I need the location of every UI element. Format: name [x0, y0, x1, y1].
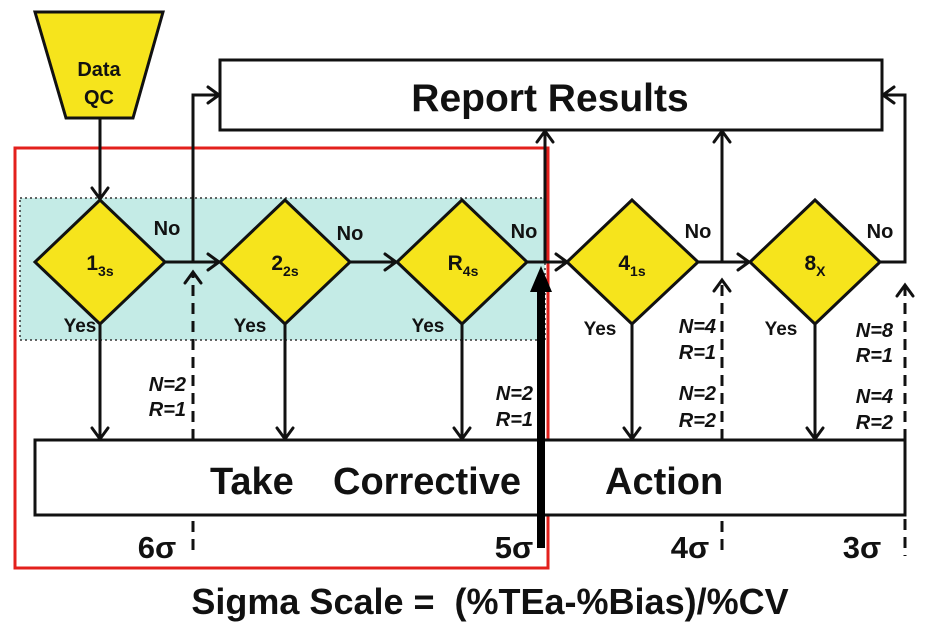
run-label: N=4 — [679, 316, 716, 338]
run-label: R=2 — [856, 412, 893, 434]
sigma-scale-formula: Sigma Scale = (%TEa-%Bias)/%CV — [191, 581, 788, 622]
report-results-label: Report Results — [411, 77, 688, 120]
run-label: N=2 — [496, 383, 533, 405]
rule-diamond-2: 22s No Yes — [217, 197, 364, 337]
five-sigma-boundary-arrow — [530, 266, 552, 548]
run-label: N=2 — [679, 383, 716, 405]
rule-main: 8 — [804, 252, 816, 275]
corrective-action-box: Take Corrective Action — [33, 438, 907, 517]
rule-main: 4 — [618, 252, 630, 275]
run-label: R=1 — [679, 342, 716, 364]
dashed-boundary-3sigma — [895, 282, 915, 556]
rule-label: R4s — [448, 252, 479, 279]
diamond-shape — [564, 197, 701, 327]
yes-arrow-rule-5 — [805, 324, 825, 442]
data-qc-label-line1: Data — [77, 59, 121, 81]
run-label: R=1 — [856, 345, 893, 367]
rule-subscript: 4s — [463, 263, 479, 279]
arrow-6sigma-to-report — [191, 85, 222, 262]
run-label: N=2 — [149, 374, 186, 396]
sigma-label-6: 6σ — [138, 530, 176, 565]
run-label: N=8 — [856, 320, 894, 342]
corrective-action-word-action: Action — [605, 461, 723, 503]
yes-arrow-rule-3 — [452, 324, 472, 442]
rule-label: 8X — [804, 252, 826, 279]
rule-label: 41s — [618, 252, 645, 279]
no-label: No — [867, 221, 894, 243]
boundary-bar — [537, 284, 545, 548]
rule-diamond-3: R4s No Yes — [394, 197, 538, 337]
rule-diamond-5: 8X No Yes — [747, 197, 894, 340]
dashed-boundary-6sigma — [183, 269, 203, 556]
rule-diamond-1: 13s No Yes — [32, 197, 181, 337]
yes-label: Yes — [234, 316, 267, 337]
sigma-label-4: 4σ — [671, 530, 709, 565]
run-label: R=2 — [679, 410, 716, 432]
no-label: No — [154, 218, 181, 240]
rule-subscript: 2s — [283, 263, 299, 279]
runs-3sigma: N=8 R=1 N=4 R=2 — [856, 320, 894, 434]
run-label: N=4 — [856, 386, 893, 408]
data-qc-label-line2: QC — [84, 87, 114, 109]
arrow-5sigma-to-report — [535, 128, 555, 262]
arrow-4sigma-to-report — [712, 128, 732, 262]
diamond-shape — [217, 197, 353, 327]
rule-main: 1 — [86, 252, 98, 275]
rule-label: 13s — [86, 252, 113, 279]
rule-subscript: X — [816, 263, 826, 279]
yes-label: Yes — [64, 316, 97, 337]
arrow-3sigma-to-report — [880, 85, 907, 264]
sigma-scale-labels: 6σ 5σ 4σ 3σ — [138, 530, 881, 565]
corrective-action-word-corrective: Corrective — [333, 461, 521, 503]
dashed-boundary-4sigma — [712, 277, 732, 556]
sigma-label-5: 5σ — [495, 530, 533, 565]
yes-label: Yes — [765, 319, 798, 340]
run-label: R=1 — [496, 409, 533, 431]
rule-main: R — [448, 252, 463, 275]
no-label: No — [511, 221, 538, 243]
diamond-shape — [747, 197, 883, 327]
yes-arrow-rule-1 — [90, 324, 110, 442]
highlight-frame — [13, 146, 550, 570]
report-results-box: Report Results — [218, 58, 884, 132]
runs-6sigma: N=2 R=1 — [149, 374, 186, 421]
diamond-shape — [32, 197, 168, 327]
corrective-action-frame — [33, 438, 907, 517]
rule-label: 22s — [271, 252, 298, 279]
run-label: R=1 — [149, 399, 186, 421]
rule-diamond-4: 41s No Yes — [564, 197, 712, 340]
rule-subscript: 1s — [630, 263, 646, 279]
report-results-frame — [218, 58, 884, 132]
rule-subscript: 3s — [98, 263, 114, 279]
no-label: No — [685, 221, 712, 243]
data-qc-trapezoid — [32, 10, 165, 120]
corrective-action-word-take: Take — [210, 461, 294, 503]
runs-4sigma: N=4 R=1 N=2 R=2 — [679, 316, 716, 432]
sigma-label-3: 3σ — [843, 530, 881, 565]
rule-main: 2 — [271, 252, 283, 275]
data-qc-source: Data QC — [32, 10, 165, 120]
yes-label: Yes — [584, 319, 617, 340]
boundary-arrowhead — [530, 266, 552, 292]
runs-5sigma: N=2 R=1 — [496, 383, 533, 431]
diamond-shape — [394, 197, 530, 327]
no-label: No — [337, 223, 364, 245]
yes-arrow-rule-2 — [275, 324, 295, 442]
connectors — [90, 85, 915, 556]
yes-arrow-rule-4 — [622, 324, 642, 442]
yes-label: Yes — [412, 316, 445, 337]
